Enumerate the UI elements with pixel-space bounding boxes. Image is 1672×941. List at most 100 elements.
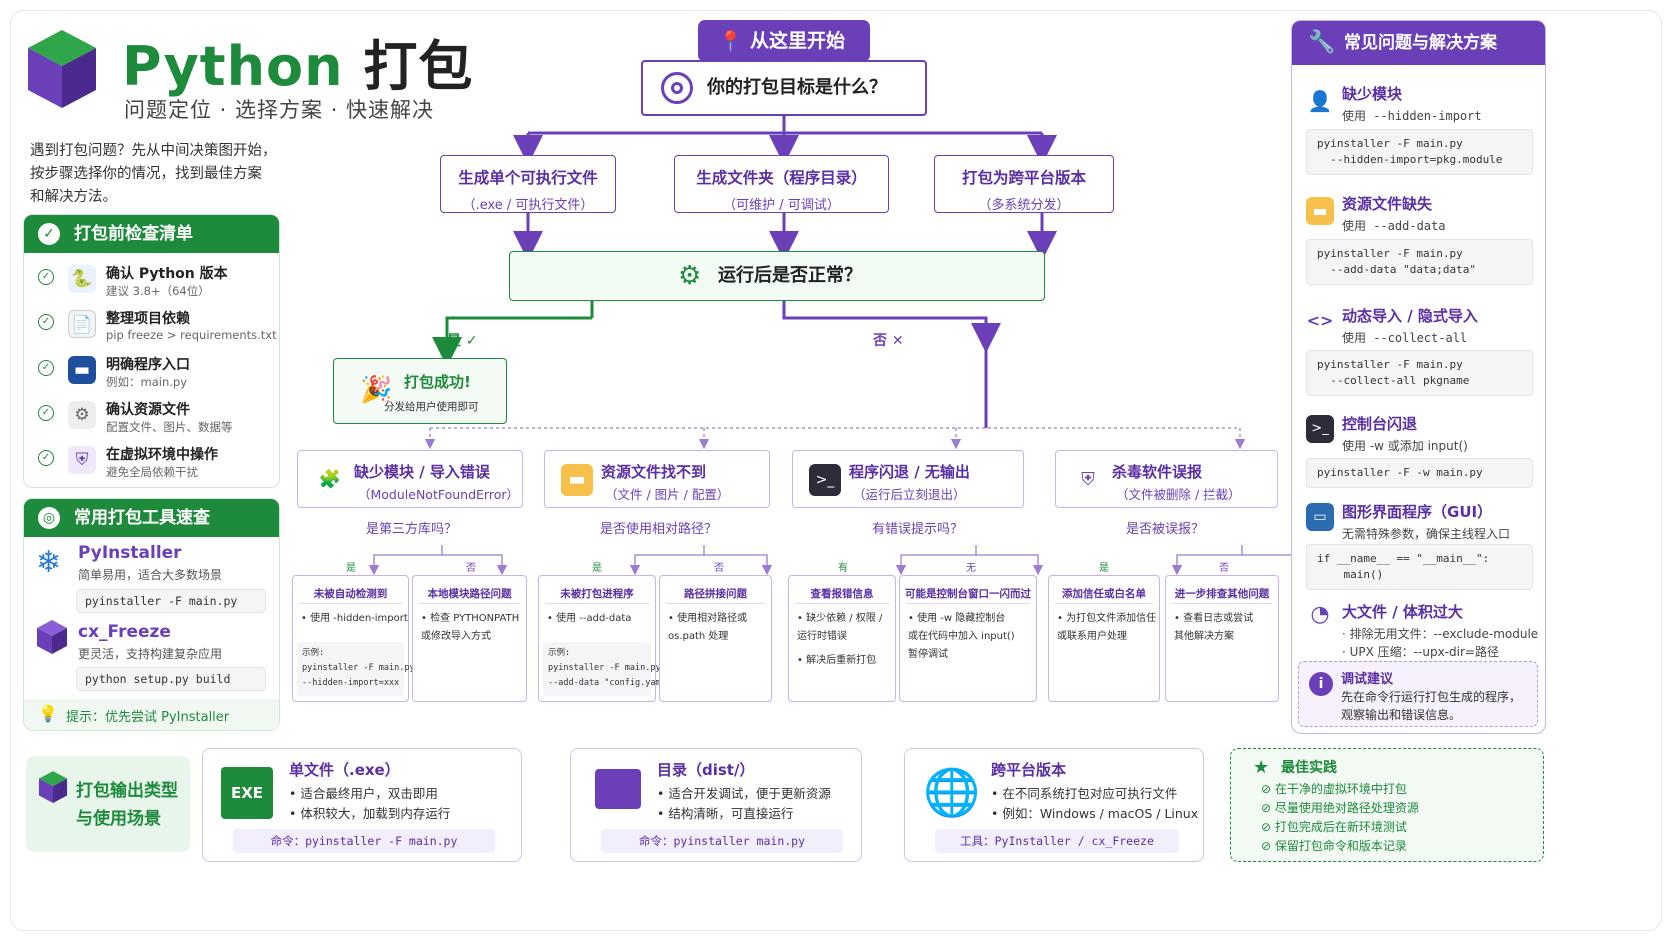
check-icon: ✓ xyxy=(38,450,54,466)
tool-desc: 简单易用，适合大多数场景 xyxy=(78,568,223,582)
tip-bar xyxy=(24,699,279,730)
problem-question: 是第三方库吗？ xyxy=(366,522,458,537)
tools-header: ◎ 常用打包工具速查 xyxy=(24,499,279,537)
start-here-button[interactable]: 📍 从这里开始 xyxy=(698,20,870,62)
tool-command: pyinstaller -F main.py xyxy=(76,589,266,613)
option-single-file[interactable]: 生成单个可执行文件 （.exe / 可执行文件） xyxy=(440,155,616,213)
folder-icon: ▬ xyxy=(68,356,96,384)
yes-label: 是 ✓ xyxy=(447,333,478,349)
tool-command: python setup.py build xyxy=(76,667,266,691)
document-icon: 📄 xyxy=(68,310,96,338)
page-title: Python 打包 xyxy=(122,35,474,98)
cube-icon xyxy=(37,620,67,654)
solution-box: 未被自动检测到 • 使用 -hidden-import 示例:pyinstall… xyxy=(292,575,415,702)
output-types-label: 打包输出类型 与使用场景 xyxy=(26,756,190,852)
problem-question: 是否使用相对路径？ xyxy=(600,522,718,537)
folder-icon xyxy=(595,769,641,809)
folder-icon: ▬ xyxy=(561,464,593,496)
best-practice-item: ⊘ 保留打包命令和版本记录 xyxy=(1261,839,1407,853)
branch-yes: 是 xyxy=(346,563,356,574)
solution-box: 进一步排查其他问题 • 查看日志或尝试 其他解决方案 xyxy=(1165,575,1279,702)
snowflake-icon: ❄ xyxy=(36,545,62,580)
goal-question: 你的打包目标是什么？ xyxy=(641,60,927,116)
tools-tip: 提示：优先尝试 PyInstaller xyxy=(66,710,230,725)
best-practice-item: ⊘ 打包完成后在新环境测试 xyxy=(1261,820,1407,834)
star-icon: ★ xyxy=(1253,757,1270,778)
pie-icon: ◔ xyxy=(1310,602,1330,627)
puzzle-icon: 🧩 xyxy=(318,469,342,490)
party-popper-icon: 🎉 xyxy=(360,375,393,405)
branch-no: 否 xyxy=(466,563,476,574)
shield-icon: ⛨ xyxy=(68,446,96,474)
checklist-header: ✓ 打包前检查清单 xyxy=(24,215,279,253)
solution-box: 未被打包进程序 • 使用 --add-data 示例:pyinstaller -… xyxy=(538,575,681,702)
problem-question: 是否被误报？ xyxy=(1126,522,1205,537)
tools-panel: ◎ 常用打包工具速查 ❄ PyInstaller 简单易用，适合大多数场景 py… xyxy=(23,498,280,731)
x-icon: ✕ xyxy=(891,333,904,349)
branch-yes: 有 xyxy=(838,563,848,574)
output-command: 工具：PyInstaller / cx_Freeze xyxy=(935,829,1179,853)
gear-icon: ⚙ xyxy=(68,401,96,429)
output-card-single-file: EXE 单文件（.exe） • 适合最终用户，双击即用 • 体积较大，加载到内存… xyxy=(202,748,522,862)
check-circle-icon: ✓ xyxy=(465,333,478,349)
no-label: 否 ✕ xyxy=(873,333,904,349)
faq-code: if __name__ == "__main__": main() xyxy=(1306,544,1533,590)
solution-box: 查看报错信息 • 缺少依赖 / 权限 / 运行时错误 • 解决后重新打包 xyxy=(788,575,896,702)
output-card-cross-platform: 🌐 跨平台版本 • 在不同系统打包对应可执行文件 • 例如：Windows / … xyxy=(904,748,1204,862)
solution-box: 可能是控制台窗口一闪而过 • 使用 -w 隐藏控制台 或在代码中加入 input… xyxy=(899,575,1037,702)
cube-logo-icon xyxy=(28,30,96,108)
tool-name: cx_Freeze xyxy=(78,622,171,642)
branch-yes: 是 xyxy=(592,563,602,574)
folder-icon: ▬ xyxy=(1306,197,1334,225)
problem-antivirus[interactable]: ⛨ 杀毒软件误报 （文件被删除 / 拦截） xyxy=(1055,450,1278,508)
info-icon: i xyxy=(1309,672,1333,696)
best-practices: ★ 最佳实践 ⊘ 在干净的虚拟环境中打包 ⊘ 尽量使用绝对路径处理资源 ⊘ 打包… xyxy=(1230,748,1544,862)
check-icon: ✓ xyxy=(38,314,54,330)
python-icon: 🐍 xyxy=(68,265,96,293)
run-check-decision: ⚙ 运行后是否正常？ xyxy=(509,251,1045,301)
code-icon: <> xyxy=(1306,311,1334,330)
debug-tip: i 调试建议 先在命令行运行打包生成的程序， 观察输出和错误信息。 xyxy=(1298,661,1538,727)
checklist-item: ✓ 🐍 确认 Python 版本 建议 3.8+（64位） xyxy=(38,263,278,307)
branch-no: 否 xyxy=(714,563,724,574)
globe-icon: 🌐 xyxy=(923,765,981,819)
faq-code: pyinstaller -F main.py --collect-all pkg… xyxy=(1306,350,1533,396)
location-pin-icon: 📍 xyxy=(718,29,743,53)
option-folder[interactable]: 生成文件夹（程序目录） （可维护 / 可调试） xyxy=(674,155,889,213)
terminal-icon: >_ xyxy=(1306,415,1334,443)
tool-desc: 更灵活，支持构建复杂应用 xyxy=(78,647,223,661)
faq-panel: 🔧 常见问题与解决方案 👤 缺少模块 使用 --hidden-import py… xyxy=(1291,20,1546,734)
solution-box: 添加信任或白名单 • 为打包文件添加信任 或联系用户处理 xyxy=(1048,575,1160,702)
faq-code: pyinstaller -F main.py --add-data "data;… xyxy=(1306,239,1533,285)
user-icon: 👤 xyxy=(1307,89,1333,113)
page-subtitle: 问题定位 · 选择方案 · 快速解决 xyxy=(124,98,435,122)
check-icon: ✓ xyxy=(38,405,54,421)
example-code: 示例:pyinstaller -F main.py--hidden-import… xyxy=(297,642,415,696)
checklist-item: ✓ ▬ 明确程序入口 例如：main.py xyxy=(38,354,278,398)
output-command: 命令：pyinstaller main.py xyxy=(601,829,843,853)
example-code: 示例:pyinstaller -F main.py--add-data "con… xyxy=(543,642,681,696)
problem-resource-missing[interactable]: ▬ 资源文件找不到 （文件 / 图片 / 配置） xyxy=(544,450,770,508)
option-cross-platform[interactable]: 打包为跨平台版本 （多系统分发） xyxy=(934,155,1114,213)
problem-missing-module[interactable]: 🧩 缺少模块 / 导入错误 （ModuleNotFoundError） xyxy=(297,450,523,508)
branch-no: 无 xyxy=(966,563,976,574)
faq-code: pyinstaller -F main.py --hidden-import=p… xyxy=(1306,129,1533,175)
target-icon xyxy=(661,72,693,104)
output-command: 命令：pyinstaller -F main.py xyxy=(233,829,495,853)
gear-icon: ⚙ xyxy=(678,261,702,291)
checklist-item: ✓ 📄 整理项目依赖 pip freeze > requirements.txt xyxy=(38,308,278,352)
problem-crash[interactable]: >_ 程序闪退 / 无输出 （运行后立刻退出） xyxy=(792,450,1024,508)
cube-icon xyxy=(38,771,68,803)
problem-question: 有错误提示吗？ xyxy=(872,522,964,537)
page-frame xyxy=(10,10,1662,931)
shield-icon: ⛨ xyxy=(1081,469,1095,490)
terminal-icon: >_ xyxy=(809,464,841,496)
branch-yes: 是 xyxy=(1099,563,1109,574)
checklist-item: ✓ ⚙ 确认资源文件 配置文件、图片、数据等 xyxy=(38,399,278,443)
success-box: 🎉 打包成功! 分发给用户使用即可 xyxy=(333,358,507,424)
intro-text: 遇到打包问题？先从中间决策图开始， 按步骤选择你的情况，找到最佳方案 和解决方法… xyxy=(30,143,277,205)
exe-icon: EXE xyxy=(221,767,273,819)
check-circle-icon: ✓ xyxy=(38,223,60,245)
solution-box: 本地模块路径问题 • 检查 PYTHONPATH 或修改导入方式 xyxy=(412,575,527,702)
